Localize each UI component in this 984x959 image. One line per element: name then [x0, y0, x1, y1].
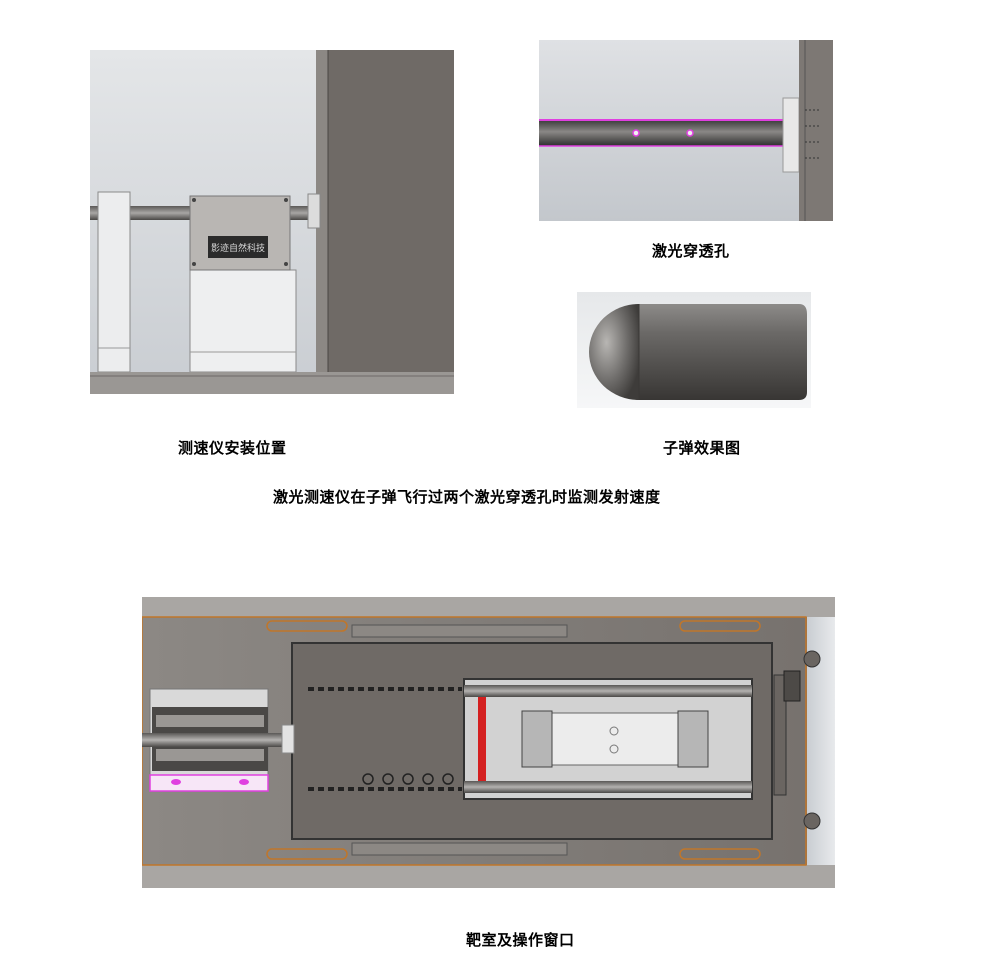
caption-bullet: 子弹效果图 [663, 439, 741, 457]
figure-bullet [577, 292, 811, 408]
device-label: 影迹自然科技 [211, 242, 265, 254]
bullet-diagram [577, 292, 811, 408]
figure-target-chamber [142, 597, 835, 888]
figure-laser-hole [539, 40, 833, 221]
target-chamber-diagram [142, 597, 835, 888]
figure-speedometer-position: 影迹自然科技 [90, 50, 454, 394]
speedometer-diagram: 影迹自然科技 [90, 50, 454, 394]
caption-speedometer: 测速仪安装位置 [178, 439, 287, 457]
laser-hole-diagram [539, 40, 833, 221]
caption-laser-hole: 激光穿透孔 [652, 242, 730, 260]
figure-description: 激光测速仪在子弹飞行过两个激光穿透孔时监测发射速度 [273, 488, 661, 506]
caption-target-chamber: 靶室及操作窗口 [466, 931, 575, 949]
